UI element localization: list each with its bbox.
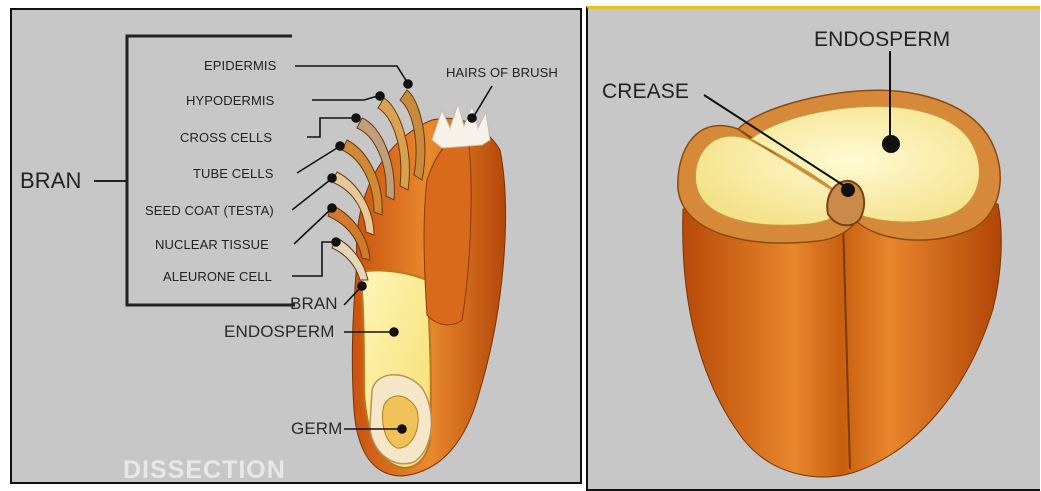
dissection-panel: BRAN EPIDERMIS HYPODERMIS CROSS CELLS TU… (10, 8, 582, 484)
label-nuclear-tissue: NUCLEAR TISSUE (155, 237, 269, 252)
bran-group-label: BRAN (20, 168, 82, 194)
label-hypodermis: HYPODERMIS (186, 93, 274, 108)
crease-marker (841, 183, 855, 197)
label-tube-cells: TUBE CELLS (193, 166, 273, 181)
label-cross-cells: CROSS CELLS (180, 130, 272, 145)
label-seed-coat: SEED COAT (TESTA) (145, 203, 274, 218)
label-hairs-of-brush: HAIRS OF BRUSH (446, 65, 558, 80)
dissection-illustration (12, 10, 580, 482)
label-germ: GERM (291, 419, 342, 439)
right-label-endosperm: ENDOSPERM (814, 28, 950, 52)
brush-hairs (432, 104, 490, 148)
dissection-title: DISSECTION (123, 456, 286, 484)
endosperm-marker (882, 135, 900, 153)
cross-section-panel: ENDOSPERM CREASE (586, 6, 1040, 491)
kernel-body (683, 204, 1002, 477)
label-bran: BRAN (290, 294, 338, 314)
right-label-crease: CREASE (602, 80, 689, 104)
label-aleurone-cell: ALEURONE CELL (163, 269, 272, 284)
label-epidermis: EPIDERMIS (204, 58, 276, 73)
label-endosperm: ENDOSPERM (224, 322, 334, 342)
